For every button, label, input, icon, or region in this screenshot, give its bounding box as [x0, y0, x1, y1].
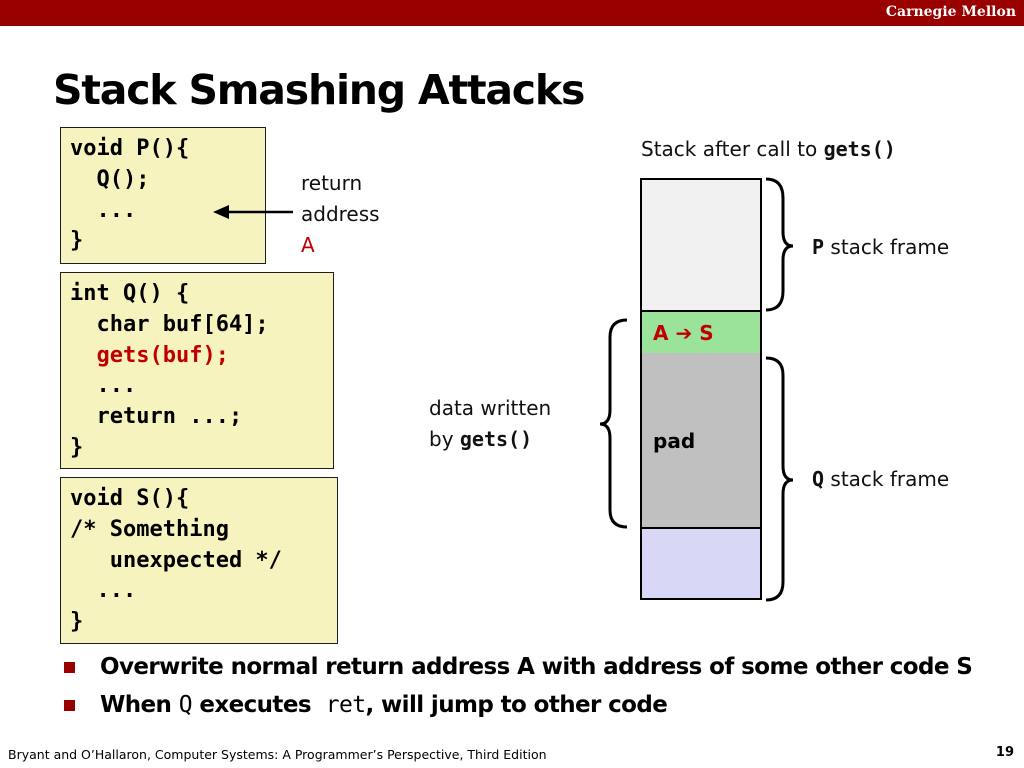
ret-s-label: S [699, 321, 714, 345]
slide-title: Stack Smashing Attacks [53, 66, 585, 114]
data-written-prefix: by [429, 427, 460, 451]
return-label-line2: address [301, 202, 380, 226]
code-line: int Q() { [70, 281, 190, 306]
return-address-arrow [213, 205, 293, 219]
code-line: return ...; [70, 404, 243, 430]
stack-p-frame-block [640, 178, 762, 311]
braces [599, 177, 794, 602]
code-line: /* Something [70, 516, 229, 542]
return-address-label: return address A [301, 168, 380, 261]
bullet-text: Overwrite normal return address A with a… [100, 654, 973, 680]
code-line: } [70, 434, 84, 460]
page-number: 19 [995, 745, 1014, 760]
q-frame-label: Q stack frame [812, 464, 949, 495]
code-line-gets-highlight: gets(buf); [70, 342, 229, 368]
data-written-line1: data written [429, 396, 552, 420]
data-written-brace [599, 318, 628, 529]
bullet-code: Q [178, 692, 193, 718]
ret-block-label: A ➔ S [653, 321, 714, 345]
q-frame-code: Q [812, 467, 825, 491]
code-line: unexpected */ [70, 547, 282, 573]
footer-citation: Bryant and O’Hallaron, Computer Systems:… [8, 747, 547, 762]
square-bullet-icon [64, 700, 75, 711]
code-box-q: int Q() { char buf[64]; gets(buf); ... r… [60, 272, 334, 469]
ret-a-label: A [653, 321, 669, 345]
p-frame-brace [765, 177, 794, 312]
p-frame-label: P stack frame [812, 232, 949, 263]
p-frame-text: stack frame [824, 235, 950, 259]
code-line: ... [70, 373, 137, 399]
code-box-s: void S(){ /* Something unexpected */ ...… [60, 477, 338, 644]
q-frame-brace [765, 356, 794, 602]
code-line: ... [70, 578, 137, 604]
code-line: } [70, 228, 84, 254]
return-label-line3: A [301, 233, 315, 257]
pad-label: pad [653, 429, 696, 453]
bullet-item: When Q executes ret, will jump to other … [60, 686, 972, 724]
stack-caption-prefix: Stack after call to [641, 137, 824, 161]
institution-name: Carnegie Mellon [885, 4, 1016, 20]
data-written-code: gets() [459, 427, 533, 451]
right-arrow-icon: ➔ [675, 321, 693, 345]
code-line: char buf[64]; [70, 311, 269, 337]
data-written-label: data written by gets() [429, 393, 551, 455]
bullet-part: , will jump to other code [365, 692, 668, 718]
square-bullet-icon [64, 662, 75, 673]
p-frame-code: P [812, 235, 825, 259]
bullet-code: ret [325, 692, 366, 718]
return-label-line1: return [301, 171, 363, 195]
stack-q-lower-block [640, 527, 762, 600]
bullet-part: executes [191, 692, 326, 718]
bullet-list: Overwrite normal return address A with a… [60, 648, 973, 724]
code-line: ... [70, 197, 137, 223]
q-frame-text: stack frame [824, 467, 950, 491]
code-line: void P(){ [70, 136, 190, 161]
code-line: } [70, 609, 84, 635]
header-banner: Carnegie Mellon [0, 0, 1024, 26]
data-written-line2: by gets() [429, 424, 551, 455]
bullet-item: Overwrite normal return address A with a… [60, 648, 973, 686]
stack-caption: Stack after call to gets() [641, 134, 896, 165]
stack-pad-block: pad [640, 353, 762, 529]
code-box-p: void P(){ Q(); ... } [60, 127, 266, 264]
bullet-part: When [100, 692, 179, 718]
code-line: void S(){ [70, 486, 190, 511]
stack-caption-code: gets() [823, 137, 896, 161]
code-line: Q(); [70, 166, 150, 192]
stack-return-address-block: A ➔ S [640, 310, 762, 355]
